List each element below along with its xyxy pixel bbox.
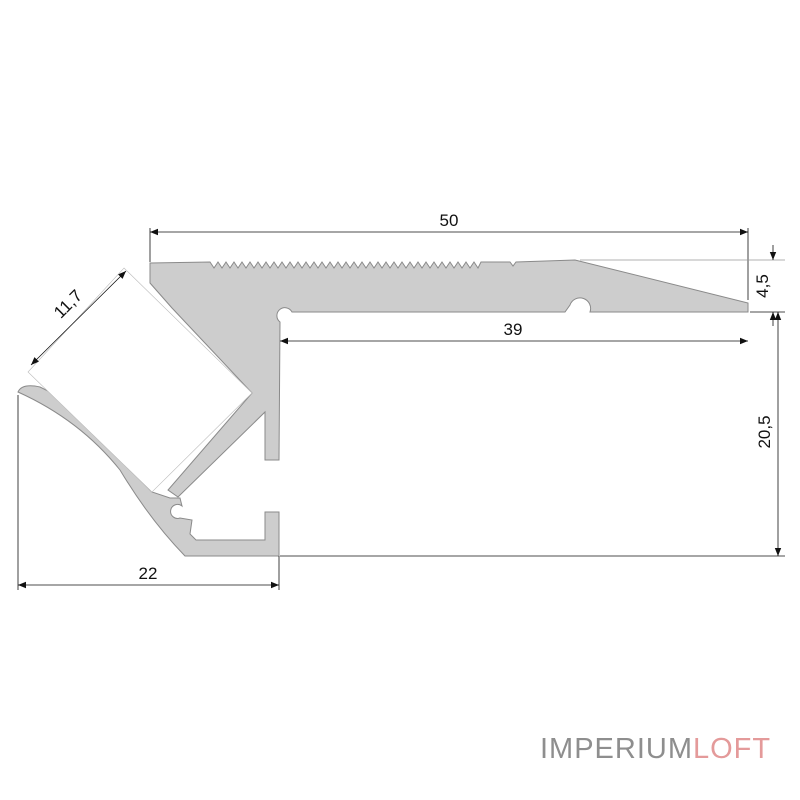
logo-part-loft: LOFT [693,733,772,765]
dimension-22: 22 [139,564,158,583]
imperiumloft-logo: IMPERIUMLOFT [540,733,771,766]
dimension-50: 50 [440,211,459,230]
dimension-39: 39 [504,320,523,339]
dimension-4-5: 4,5 [753,274,772,298]
dimension-20-5: 20,5 [755,415,774,448]
logo-part-imperium: IMPERIUM [540,733,693,765]
dimension-lines [17,228,785,590]
profile-top-body [149,259,749,498]
